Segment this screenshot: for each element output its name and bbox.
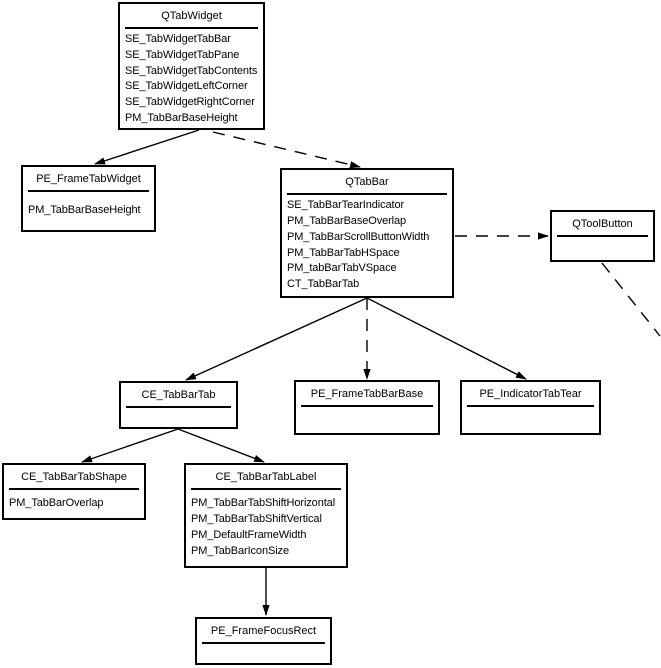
title-separator [467,405,594,407]
edge-qtabwidget-qtabbar [212,131,361,169]
title-separator [191,488,341,490]
node-item-list: PM_TabBarOverlap [4,490,144,518]
node-title: QTabWidget [161,10,222,22]
node-item-list [197,644,330,663]
node-item: PM_tabBarTabVSpace [287,262,397,275]
title-separator [28,190,149,192]
node-title: PE_FrameTabWidget [36,173,141,185]
node-item: PM_TabBarTabShiftVertical [191,513,322,526]
node-qtoolbutton: QToolButton [550,210,655,262]
node-title: CE_TabBarTabLabel [215,471,317,483]
node-item: SE_TabWidgetTabPane [125,48,240,61]
node-item: CT_TabBarTab [287,278,360,291]
node-pe_indicatortabtear: PE_IndicatorTabTear [460,380,601,435]
node-item: PM_TabBarTabShiftHorizontal [191,497,336,510]
title-separator [557,235,648,237]
node-item-list [296,407,438,433]
title-separator [287,193,447,195]
node-item: SE_TabWidgetTabContents [125,64,258,77]
title-separator [126,406,231,408]
node-title: PE_IndicatorTabTear [479,388,582,400]
node-title: QTabBar [345,176,389,188]
title-separator [125,27,258,29]
node-pe_frametabbarbase: PE_FrameTabBarBase [294,380,440,435]
node-item: PM_TabBarBaseHeight [28,204,141,217]
edge-qtabbar-pe_indicatortabtear [366,297,527,380]
node-item: PM_TabBarIconSize [191,544,289,557]
node-title: CE_TabBarTabShape [21,471,127,483]
node-item: PM_TabBarOverlap [9,497,104,510]
node-pe_framefocusrect: PE_FrameFocusRect [195,617,332,665]
node-item-list [121,408,236,427]
node-item: SE_TabWidgetLeftCorner [125,80,248,93]
edge-qtabbar-ce_tabbartab [185,297,368,381]
title-separator [202,642,325,644]
node-item: PM_TabBarScrollButtonWidth [287,230,430,243]
edges-group [81,129,661,616]
node-title: CE_TabBarTab [141,389,216,401]
node-item-list [552,237,653,260]
edge-qtabwidget-pe_frametabwidget [94,129,200,165]
node-item: PM_TabBarBaseOverlap [287,214,407,227]
node-title: PE_FrameFocusRect [210,625,317,637]
node-ce_tabbartab: CE_TabBarTab [119,381,238,429]
edge-ce_tabbartab-ce_tabbartablabel [177,428,265,463]
title-separator [9,488,139,490]
title-separator [301,405,433,407]
node-item: PM_DefaultFrameWidth [191,529,307,541]
edge-ce_tabbartab-ce_tabbartabshape [81,428,179,463]
edge-qtoolbutton-offscreen-bottom-right [601,262,661,337]
node-title: PE_FrameTabBarBase [310,388,424,400]
node-item: PM_TabBarBaseHeight [125,111,238,124]
node-item: SE_TabBarTearIndicator [287,199,405,212]
node-item: SE_TabWidgetRightCorner [125,96,255,109]
node-item-list: PM_TabBarBaseHeight [23,192,154,230]
node-item: PM_TabBarTabHSpace [287,246,400,259]
node-item: SE_TabWidgetTabBar [125,33,231,45]
node-item-list [462,407,599,433]
node-title: QToolButton [572,218,633,230]
